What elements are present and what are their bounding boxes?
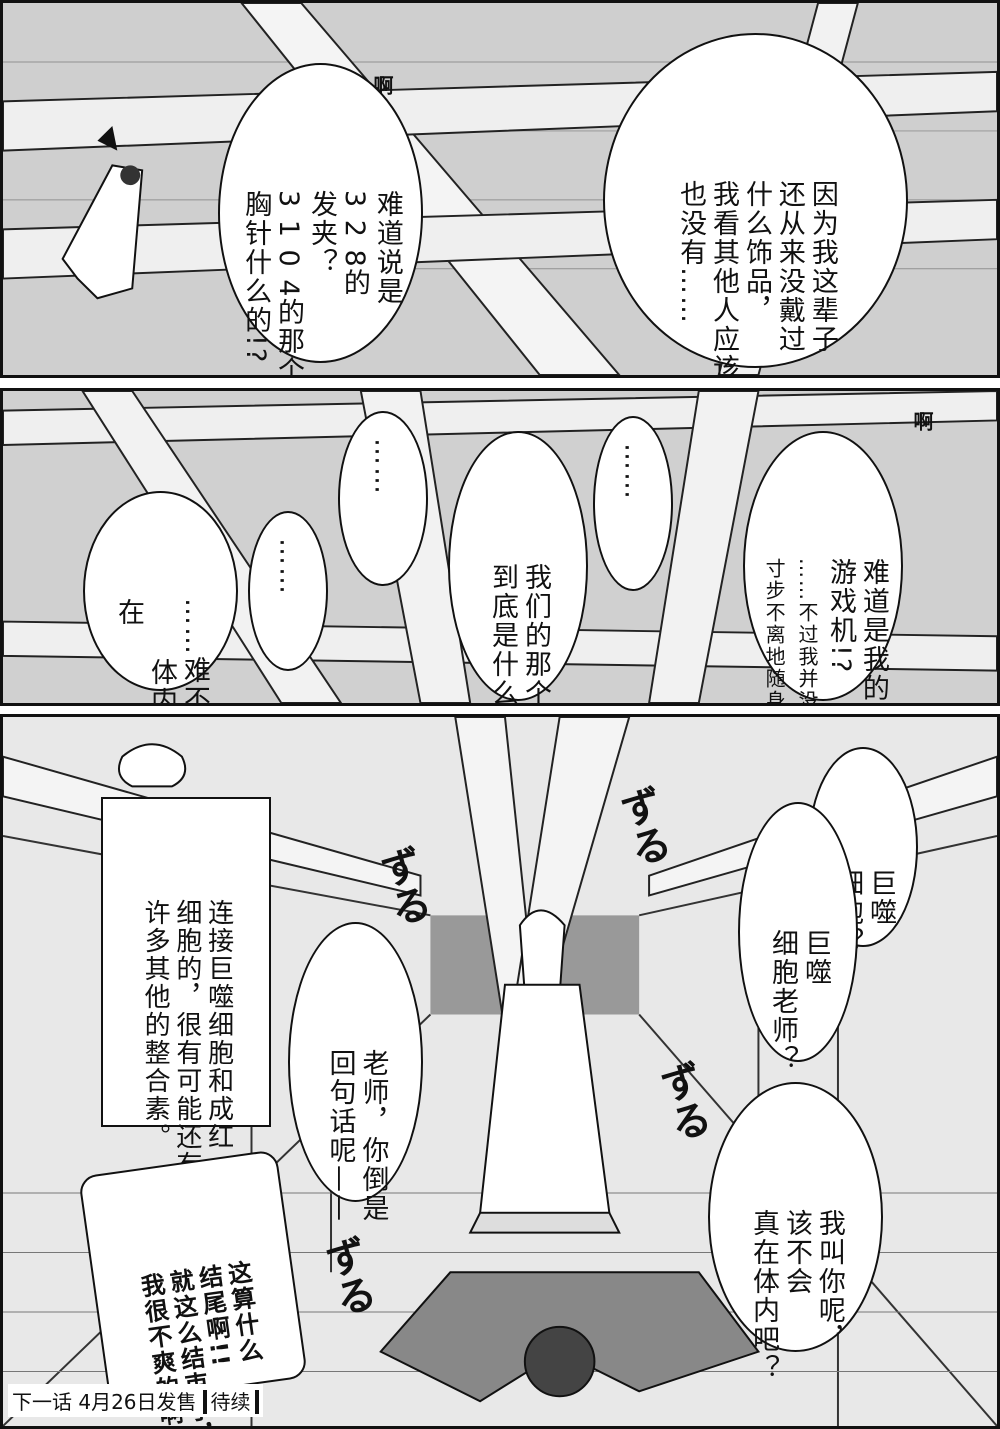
speech-bubble-dots-3: …… bbox=[248, 511, 328, 671]
bubble-text: 因为我这辈子 还从来没戴过 什么饰品， 我看其他人应该 也没有…… bbox=[675, 179, 838, 378]
narration-box: 连接巨噬细胞和成红 细胞的，很有可能还有 许多其他的整合素。 bbox=[101, 797, 271, 1180]
panel-2: 啊 …… …… …… ……难不成 体内？ 在 我们的那个整合素 到底是什么啊？ … bbox=[0, 388, 1000, 706]
speech-bubble-hairpin: 难道说是 3 2 8的 发夹？ 3 1 0 4的那个 胸针什么的!? bbox=[218, 63, 423, 375]
next-chapter-date: 下一话 4月26日发售 bbox=[12, 1390, 197, 1414]
speech-bubble-accessory: 因为我这辈子 还从来没戴过 什么饰品， 我看其他人应该 也没有…… bbox=[603, 33, 908, 375]
bubble-text: …… bbox=[273, 538, 305, 596]
speech-bubble-dots-1: …… bbox=[338, 411, 428, 586]
bubble-text: 我们的那个整合素 到底是什么啊？ bbox=[487, 562, 551, 706]
bubble-text: …… bbox=[368, 438, 400, 496]
speech-bubble-macrophage-2: 巨噬 细胞老师？ bbox=[738, 802, 858, 1074]
speech-bubble-calling: 我叫你呢， 该不会 真在体内吧？ bbox=[708, 1082, 883, 1383]
narration-text: 连接巨噬细胞和成红 细胞的，很有可能还有 许多其他的整合素。 bbox=[140, 899, 234, 1180]
sfx-a: 啊 bbox=[910, 411, 934, 431]
speech-bubble-integrin: 我们的那个整合素 到底是什么啊？ bbox=[448, 431, 588, 703]
bubble-text: 老师，你倒是 回句话呢—— bbox=[324, 1048, 389, 1223]
bubble-text: 难道说是 3 2 8的 发夹？ 3 1 0 4的那个 胸针什么的!? bbox=[240, 189, 403, 378]
shout-bubble: 这算什么 结尾啊!! 就这么结束了， 我很不爽的啊!! bbox=[77, 1149, 309, 1426]
panel-3: 连接巨噬细胞和成红 细胞的，很有可能还有 许多其他的整合素。 老师，你倒是 回句… bbox=[0, 714, 1000, 1429]
footer-release-note: 下一话 4月26日发售待续 bbox=[8, 1384, 263, 1417]
bubble-text: 巨噬 细胞老师？ bbox=[767, 928, 831, 1074]
speech-bubble-inside-body: ……难不成 体内？ 在 bbox=[83, 491, 238, 703]
bubble-text: 我叫你呢， 该不会 真在体内吧？ bbox=[748, 1208, 845, 1383]
bubble-text: …… bbox=[618, 443, 650, 501]
bubble-text: 难道是我的 游戏机!? ……不过我并没有 寸步不离地随身带着啊 bbox=[762, 557, 889, 706]
bubble-text: ……难不成 体内？ 在 bbox=[113, 597, 210, 706]
panel-1: 啊 难道说是 3 2 8的 发夹？ 3 1 0 4的那个 胸针什么的!? 因为我… bbox=[0, 0, 1000, 378]
speech-bubble-game-console: 难道是我的 游戏机!? ……不过我并没有 寸步不离地随身带着啊 bbox=[743, 431, 903, 703]
to-be-continued: 待续 bbox=[202, 1390, 259, 1414]
speech-bubble-teacher: 老师，你倒是 回句话呢—— bbox=[288, 922, 423, 1223]
speech-bubble-dots-2: …… bbox=[593, 416, 673, 591]
